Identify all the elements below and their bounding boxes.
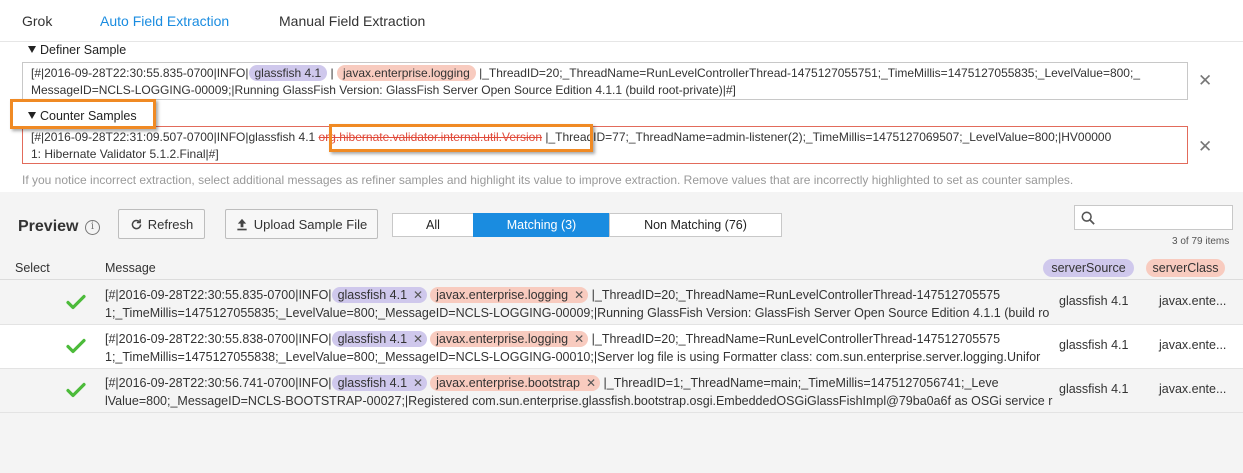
- server-class-value: javax.enterprise.bootstrap: [436, 376, 580, 390]
- row-message: [#|2016-09-28T22:30:55.835-0700|INFO|gla…: [105, 286, 1050, 322]
- server-source-highlight[interactable]: glassfish 4.1 ✕: [331, 331, 428, 347]
- search-icon: [1081, 211, 1095, 225]
- message-text-post: |_ThreadID=20;_ThreadName=RunLevelContro…: [588, 332, 1001, 346]
- check-icon[interactable]: [66, 294, 86, 310]
- definer-line-2: MessageID=NCLS-LOGGING-00009;|Running Gl…: [31, 83, 736, 97]
- server-class-highlight[interactable]: javax.enterprise.bootstrap ✕: [430, 375, 601, 391]
- tabs-divider: [0, 41, 1243, 42]
- definer-text-post: |_ThreadID=20;_ThreadName=RunLevelContro…: [475, 66, 1140, 80]
- server-class-value: javax.enterprise.logging: [436, 288, 569, 302]
- definer-field-highlight-2[interactable]: javax.enterprise.logging: [337, 65, 476, 81]
- counter-samples-toggle[interactable]: Counter Samples: [28, 109, 137, 123]
- message-text-post: |_ThreadID=20;_ThreadName=RunLevelContro…: [588, 288, 1001, 302]
- definer-separator: |: [327, 66, 337, 80]
- message-text-post: |_ThreadID=1;_ThreadName=main;_TimeMilli…: [600, 376, 999, 390]
- caret-down-icon: [28, 46, 36, 53]
- server-class-value: javax.enterprise.logging: [436, 332, 569, 346]
- definer-field-highlight-1[interactable]: glassfish 4.1: [248, 65, 328, 81]
- column-server-source[interactable]: serverSource: [1043, 259, 1134, 277]
- filter-non-matching[interactable]: Non Matching (76): [609, 213, 782, 237]
- filter-all[interactable]: All: [392, 213, 474, 237]
- server-source-highlight[interactable]: glassfish 4.1 ✕: [331, 287, 428, 303]
- column-message: Message: [105, 261, 156, 275]
- server-class-cell: javax.ente...: [1159, 338, 1227, 352]
- row-message-line-2: lValue=800;_MessageID=NCLS-BOOTSTRAP-000…: [105, 394, 1053, 408]
- server-source-value: glassfish 4.1: [337, 332, 408, 346]
- column-server-class[interactable]: serverClass: [1146, 259, 1225, 277]
- message-text-pre: [#|2016-09-28T22:30:56.741-0700|INFO|: [105, 376, 332, 390]
- preview-title: Preview: [18, 218, 79, 235]
- server-source-cell: glassfish 4.1: [1059, 382, 1129, 396]
- column-select: Select: [15, 261, 50, 275]
- refinement-hint: If you notice incorrect extraction, sele…: [22, 173, 1074, 187]
- remove-highlight-icon[interactable]: ✕: [574, 288, 585, 302]
- table-row[interactable]: [#|2016-09-28T22:30:55.838-0700|INFO|gla…: [0, 325, 1243, 369]
- tab-grok[interactable]: Grok: [22, 13, 53, 29]
- filter-matching[interactable]: Matching (3): [473, 213, 610, 237]
- row-message: [#|2016-09-28T22:30:56.741-0700|INFO|gla…: [105, 374, 1053, 410]
- server-class-cell: javax.ente...: [1159, 382, 1227, 396]
- upload-icon: [237, 218, 247, 230]
- definer-line-1: [#|2016-09-28T22:30:55.835-0700|INFO|gla…: [31, 65, 1181, 82]
- message-text-pre: [#|2016-09-28T22:30:55.835-0700|INFO|: [105, 288, 332, 302]
- refresh-icon: [131, 218, 142, 229]
- annotation-highlight-counter-label: [10, 99, 156, 129]
- caret-down-icon: [28, 112, 36, 119]
- definer-sample-toggle[interactable]: Definer Sample: [28, 43, 126, 57]
- remove-highlight-icon[interactable]: ✕: [413, 376, 424, 390]
- upload-label: Upload Sample File: [253, 216, 368, 232]
- tab-manual-field-extraction[interactable]: Manual Field Extraction: [279, 13, 426, 29]
- row-message: [#|2016-09-28T22:30:55.838-0700|INFO|gla…: [105, 330, 1041, 366]
- items-count: 3 of 79 items: [1172, 236, 1230, 247]
- tab-auto-field-extraction[interactable]: Auto Field Extraction: [100, 13, 230, 29]
- counter-sample-box[interactable]: [#|2016-09-28T22:31:09.507-0700|INFO|gla…: [22, 126, 1188, 164]
- remove-highlight-icon[interactable]: ✕: [585, 376, 597, 390]
- remove-highlight-icon[interactable]: ✕: [413, 332, 424, 346]
- remove-highlight-icon[interactable]: ✕: [413, 288, 424, 302]
- server-source-cell: glassfish 4.1: [1059, 338, 1129, 352]
- server-class-highlight[interactable]: javax.enterprise.logging ✕: [430, 331, 589, 347]
- annotation-highlight-struck-value: [329, 124, 593, 152]
- table-row[interactable]: [#|2016-09-28T22:30:56.741-0700|INFO|gla…: [0, 369, 1243, 413]
- row-message-line-1: [#|2016-09-28T22:30:56.741-0700|INFO|gla…: [105, 374, 1027, 392]
- counter-struck-value[interactable]: org.hibernate.validator.internal.util.Ve…: [318, 130, 543, 144]
- table-header: [0, 256, 1243, 280]
- remove-definer-sample-icon[interactable]: ✕: [1198, 71, 1213, 90]
- check-icon[interactable]: [66, 338, 86, 354]
- server-class-highlight[interactable]: javax.enterprise.logging ✕: [430, 287, 589, 303]
- row-message-line-1: [#|2016-09-28T22:30:55.835-0700|INFO|gla…: [105, 286, 1027, 304]
- counter-line-2: 1: Hibernate Validator 5.1.2.Final|#]: [31, 147, 219, 161]
- refresh-button[interactable]: Refresh: [118, 209, 205, 239]
- server-source-cell: glassfish 4.1: [1059, 294, 1129, 308]
- server-class-cell: javax.ente...: [1159, 294, 1227, 308]
- table-row[interactable]: [#|2016-09-28T22:30:55.835-0700|INFO|gla…: [0, 281, 1243, 325]
- server-source-value: glassfish 4.1: [337, 376, 408, 390]
- remove-counter-sample-icon[interactable]: ✕: [1198, 137, 1213, 156]
- check-icon[interactable]: [66, 382, 86, 398]
- row-message-line-1: [#|2016-09-28T22:30:55.838-0700|INFO|gla…: [105, 330, 1027, 348]
- row-message-line-2: 1;_TimeMillis=1475127055835;_LevelValue=…: [105, 306, 1050, 320]
- row-message-line-2: 1;_TimeMillis=1475127055838;_LevelValue=…: [105, 350, 1041, 364]
- definer-sample-label: Definer Sample: [40, 43, 127, 57]
- server-source-highlight[interactable]: glassfish 4.1 ✕: [331, 375, 428, 391]
- definer-sample-box[interactable]: [#|2016-09-28T22:30:55.835-0700|INFO|gla…: [22, 62, 1188, 100]
- search-input[interactable]: [1074, 205, 1233, 230]
- refresh-label: Refresh: [147, 216, 194, 232]
- message-text-pre: [#|2016-09-28T22:30:55.838-0700|INFO|: [105, 332, 332, 346]
- counter-text-pre: [#|2016-09-28T22:31:09.507-0700|INFO|gla…: [31, 130, 319, 144]
- info-icon[interactable]: i: [85, 220, 100, 235]
- server-source-value: glassfish 4.1: [337, 288, 408, 302]
- upload-sample-file-button[interactable]: Upload Sample File: [225, 209, 378, 239]
- counter-samples-label: Counter Samples: [40, 109, 137, 123]
- counter-line-1: [#|2016-09-28T22:31:09.507-0700|INFO|gla…: [31, 129, 1181, 146]
- definer-text-pre: [#|2016-09-28T22:30:55.835-0700|INFO|: [31, 66, 249, 80]
- counter-text-post: |_ThreadID=77;_ThreadName=admin-listener…: [542, 130, 1112, 144]
- remove-highlight-icon[interactable]: ✕: [574, 332, 585, 346]
